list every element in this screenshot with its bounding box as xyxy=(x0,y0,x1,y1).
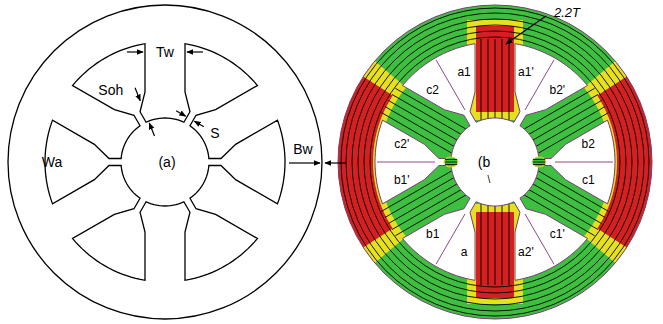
flux-line xyxy=(533,159,545,160)
flux-line xyxy=(531,183,601,224)
dimension-arrow xyxy=(325,162,346,163)
flux-line xyxy=(531,101,601,142)
coil-label: c1 xyxy=(582,174,595,186)
flux-line xyxy=(509,204,510,285)
figure-label: (b xyxy=(478,155,490,169)
flux-line xyxy=(502,39,503,120)
flux-line xyxy=(388,101,458,142)
flux-line xyxy=(538,113,608,153)
flux-line xyxy=(445,164,457,165)
flux-line xyxy=(528,189,598,230)
dimension-label: Bw xyxy=(293,142,312,156)
flux-line xyxy=(341,8,649,316)
flux-line xyxy=(392,189,462,230)
dimension-label: Wa xyxy=(42,155,62,169)
flux-line xyxy=(495,39,496,120)
dimension-arrow xyxy=(135,88,140,101)
coil-label: a2' xyxy=(518,246,534,258)
flux-plot xyxy=(335,0,655,324)
flux-line xyxy=(352,19,638,305)
flux-line xyxy=(481,204,482,285)
coil-label: c2 xyxy=(426,84,439,96)
flux-line xyxy=(364,31,626,293)
flux-line xyxy=(445,162,457,163)
coil-label: c1' xyxy=(550,228,565,240)
coil-divider xyxy=(436,214,465,264)
flux-line xyxy=(538,171,608,212)
coil-label: c2' xyxy=(394,138,409,150)
coil-label: a xyxy=(461,246,468,258)
figure-label: (a) xyxy=(158,155,175,169)
dimension-arrow xyxy=(127,51,143,52)
leakage-flux xyxy=(532,157,546,167)
stator-outline xyxy=(338,5,652,319)
dimension-arrow xyxy=(149,123,154,136)
dimension-arrow xyxy=(187,51,203,52)
flux-low-region xyxy=(335,0,655,324)
flux-line xyxy=(481,39,482,120)
stator-outline xyxy=(8,5,322,319)
coil-divider xyxy=(377,162,435,163)
flux-line xyxy=(528,94,598,135)
flux-line xyxy=(445,159,457,160)
coil-label: b1' xyxy=(394,174,410,186)
dimension-arrow xyxy=(289,162,320,163)
coil-label: b2' xyxy=(549,84,565,96)
flux-line xyxy=(495,204,496,285)
flux-line xyxy=(533,164,545,165)
dimension-label: S xyxy=(210,126,219,140)
flux-line xyxy=(358,25,632,299)
flux-line xyxy=(509,39,510,120)
coil-label: a1 xyxy=(457,66,470,78)
flux-line xyxy=(392,94,462,135)
flux-line xyxy=(346,13,644,311)
flux-line xyxy=(381,113,451,153)
dimension-arrow xyxy=(194,121,204,127)
coil-label: b1 xyxy=(426,228,439,240)
dimension-arrow xyxy=(176,111,186,117)
flux-line xyxy=(381,171,451,212)
flux-line xyxy=(370,37,620,287)
flux-line xyxy=(502,204,503,285)
coil-label: b2 xyxy=(582,138,595,150)
flux-density-value: 2.2T xyxy=(554,6,580,19)
flux-line xyxy=(533,162,545,163)
dimension-label: Soh xyxy=(98,83,123,97)
dimension-label: Tw xyxy=(156,45,174,59)
flux-line xyxy=(488,39,489,120)
coil-divider xyxy=(555,162,613,163)
stray-mark: \ xyxy=(488,175,491,185)
flux-line xyxy=(488,204,489,285)
leakage-flux xyxy=(444,157,458,167)
coil-label: a1' xyxy=(518,66,534,78)
flux-line xyxy=(388,183,458,224)
dimension-arrow xyxy=(506,16,546,44)
